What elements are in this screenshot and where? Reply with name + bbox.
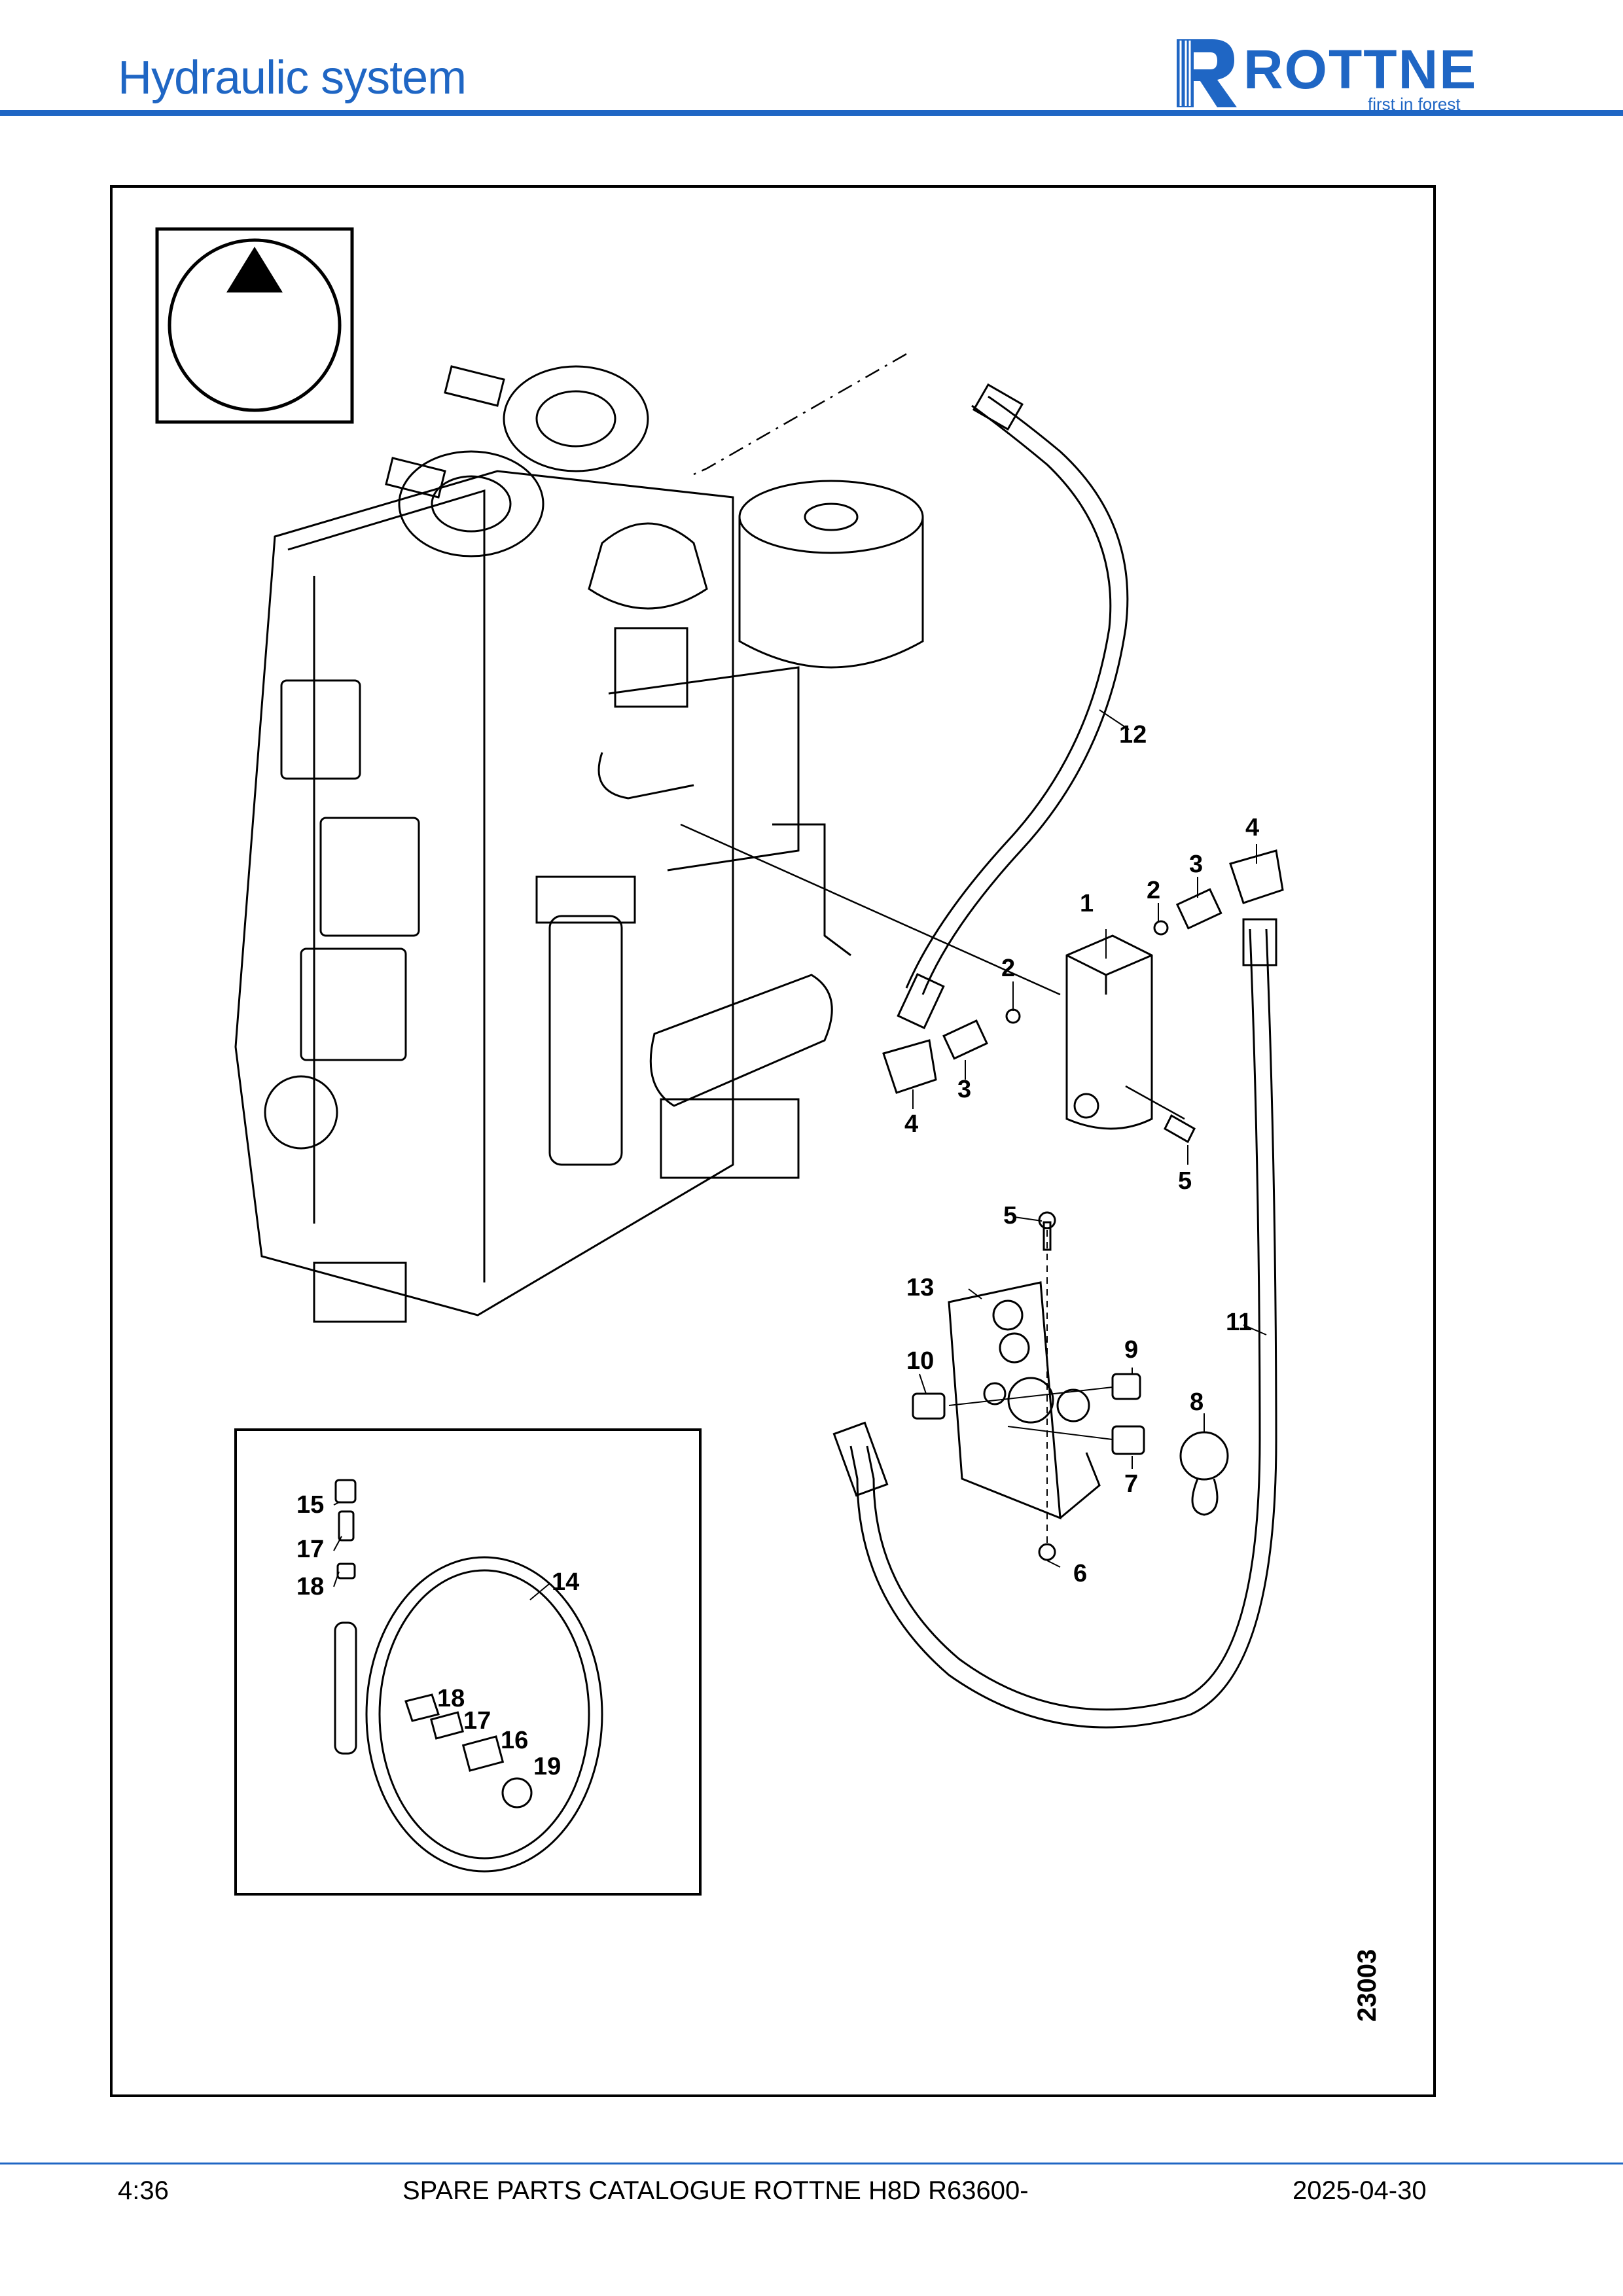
callout-18a: 18 (296, 1573, 324, 1600)
callout-2a: 2 (1147, 877, 1160, 904)
callout-17b: 17 (463, 1707, 491, 1735)
callout-leaders (333, 709, 1267, 1600)
view-indicator-circle (168, 238, 342, 412)
callout-19: 19 (533, 1753, 561, 1780)
leader-line (1125, 1085, 1185, 1120)
callout-11: 11 (1226, 1309, 1252, 1336)
callout-10: 10 (906, 1347, 934, 1375)
hydraulic-assembly (234, 365, 924, 1323)
callout-4b: 4 (904, 1110, 918, 1138)
callout-5a: 5 (1178, 1167, 1192, 1195)
callout-5b: 5 (1003, 1202, 1017, 1229)
rottne-r-mark-icon (1177, 39, 1237, 107)
couplings (912, 1211, 1229, 1561)
header-rule (0, 110, 1623, 116)
callout-8: 8 (1190, 1388, 1204, 1416)
callout-12: 12 (1119, 721, 1147, 749)
page-number: 4:36 (118, 2176, 169, 2205)
inset-hose-14 (334, 1479, 603, 1873)
callout-16: 16 (501, 1727, 528, 1754)
callout-6: 6 (1073, 1560, 1087, 1587)
callout-17a: 17 (296, 1536, 324, 1563)
bracket-13 (948, 1281, 1101, 1520)
logo-wordmark: ROTTNE (1243, 39, 1478, 100)
hose-11 (832, 918, 1277, 1729)
drawing-number: 23003 (1353, 1949, 1382, 2022)
inset-box (234, 1428, 702, 1896)
callout-4a: 4 (1245, 814, 1259, 841)
page-title: Hydraulic system (118, 52, 467, 104)
callout-labels: 1 2 2 3 3 4 4 5 5 6 7 8 9 10 11 12 13 14… (296, 721, 1259, 1780)
hose-12 (897, 383, 1129, 1030)
callout-13: 13 (906, 1274, 934, 1301)
callout-14: 14 (552, 1568, 579, 1596)
callout-2b: 2 (1001, 955, 1015, 982)
catalogue-date: 2025-04-30 (1293, 2176, 1427, 2205)
callout-9: 9 (1124, 1336, 1138, 1364)
leader-line (680, 823, 1061, 996)
callout-1: 1 (1080, 890, 1094, 917)
view-indicator-box (155, 227, 354, 424)
view-direction-icon (226, 247, 283, 292)
callout-3b: 3 (957, 1076, 971, 1103)
drawing-frame (110, 185, 1436, 2097)
valve-block-1 (1065, 934, 1153, 1130)
dashed-leader (693, 353, 907, 476)
catalogue-title: SPARE PARTS CATALOGUE ROTTNE H8D R63600- (402, 2176, 1029, 2205)
footer-rule (0, 2163, 1623, 2164)
callout-18b: 18 (437, 1685, 465, 1712)
callout-7: 7 (1124, 1470, 1138, 1498)
callout-3a: 3 (1189, 851, 1203, 878)
callout-15: 15 (296, 1491, 324, 1519)
